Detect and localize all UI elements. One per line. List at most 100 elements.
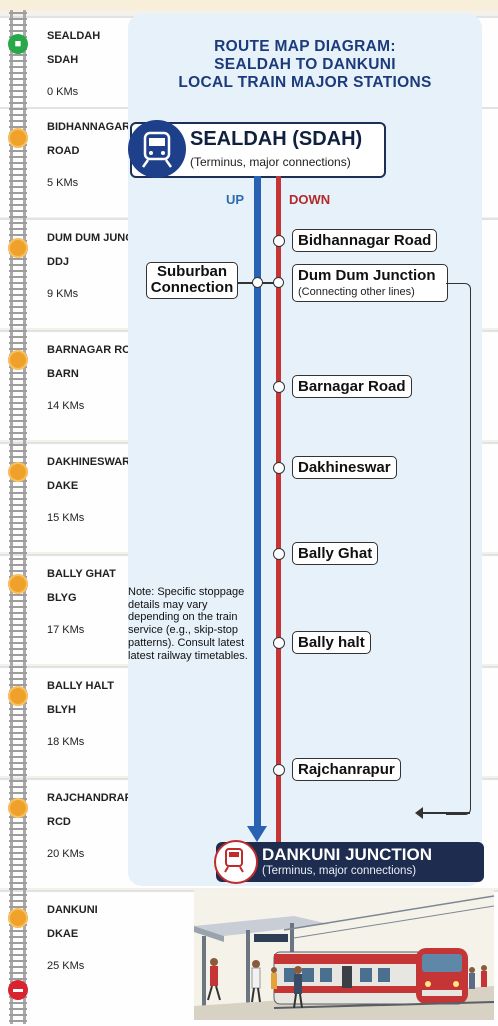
rail-tie bbox=[9, 660, 27, 662]
station-dot bbox=[8, 350, 28, 370]
stop-bally-ghat[interactable]: Bally Ghat bbox=[292, 542, 379, 565]
rail-tie bbox=[9, 234, 27, 236]
rail-tie bbox=[9, 894, 27, 896]
stop-dum-dum-junction[interactable]: Dum Dum Junction (Connecting other lines… bbox=[292, 264, 448, 302]
stop-bidhannagar-road[interactable]: Bidhannagar Road bbox=[292, 229, 438, 252]
rail-tie bbox=[9, 864, 27, 866]
rail-tie bbox=[9, 186, 27, 188]
station-code: BLYG bbox=[47, 592, 77, 604]
rail-tie bbox=[9, 120, 27, 122]
rail-tie bbox=[9, 528, 27, 530]
rail-tie bbox=[9, 402, 27, 404]
rail-tie bbox=[9, 198, 27, 200]
stop-name: Dum Dum Junction bbox=[298, 267, 436, 284]
rail-tie bbox=[9, 1014, 27, 1016]
rail-tie bbox=[9, 858, 27, 860]
connector-dot bbox=[273, 277, 284, 288]
up-line bbox=[254, 176, 261, 826]
rail-tie bbox=[9, 228, 27, 230]
rail-tie bbox=[9, 672, 27, 674]
rail-tie bbox=[9, 30, 27, 32]
route-loop-line bbox=[420, 812, 470, 814]
station-code: SDAH bbox=[47, 54, 79, 66]
rail-tie bbox=[9, 300, 27, 302]
stop-bally-halt[interactable]: Bally halt bbox=[292, 631, 371, 654]
rail-tie bbox=[9, 732, 27, 734]
station-dot bbox=[8, 574, 28, 594]
station-name: DANKUNI bbox=[47, 904, 98, 916]
station-distance: 15 KMs bbox=[47, 512, 85, 524]
rail-tie bbox=[9, 900, 27, 902]
stop-dot bbox=[273, 462, 285, 474]
rail-tie bbox=[9, 72, 27, 74]
station-dot bbox=[8, 462, 28, 482]
rail-tie bbox=[9, 222, 27, 224]
stop-dakhineswar[interactable]: Dakhineswar bbox=[292, 456, 397, 479]
rail-tie bbox=[9, 90, 27, 92]
stop-barnagar-road[interactable]: Barnagar Road bbox=[292, 375, 412, 398]
station-illustration bbox=[194, 890, 495, 1020]
rail-tie bbox=[9, 906, 27, 908]
rail-tie bbox=[9, 762, 27, 764]
rail-tie bbox=[9, 744, 27, 746]
rail-tie bbox=[9, 126, 27, 128]
rail-tie bbox=[9, 294, 27, 296]
route-loop-line bbox=[446, 283, 471, 815]
train-icon bbox=[214, 840, 258, 884]
rail-tie bbox=[9, 564, 27, 566]
title-line: ROUTE MAP DIAGRAM: bbox=[214, 38, 396, 55]
rail-tie bbox=[9, 954, 27, 956]
rail-tie bbox=[9, 372, 27, 374]
station-distance: 14 KMs bbox=[47, 400, 85, 412]
rail-tie bbox=[9, 774, 27, 776]
rail-tie bbox=[9, 174, 27, 176]
station-distance: 5 KMs bbox=[47, 177, 79, 189]
diagram-title: ROUTE MAP DIAGRAM: SEALDAH TO DANKUNI LO… bbox=[140, 38, 470, 92]
rail-tie bbox=[9, 828, 27, 830]
station-code: BLYH bbox=[47, 704, 76, 716]
rail-tie bbox=[9, 102, 27, 104]
rail-tie bbox=[9, 636, 27, 638]
rail-tie bbox=[9, 60, 27, 62]
connector-dot bbox=[252, 277, 263, 288]
up-line-arrowhead bbox=[247, 826, 267, 842]
rail-tie bbox=[9, 738, 27, 740]
stop-dot bbox=[273, 548, 285, 560]
rail-tie bbox=[9, 66, 27, 68]
rail-tie bbox=[9, 720, 27, 722]
rail-tie bbox=[9, 168, 27, 170]
arrow-left-icon bbox=[415, 807, 423, 819]
station-distance: 25 KMs bbox=[47, 960, 85, 972]
rail-tie bbox=[9, 504, 27, 506]
rail-tie bbox=[9, 306, 27, 308]
stop-dot bbox=[273, 235, 285, 247]
rail-tie bbox=[9, 942, 27, 944]
rail-tie bbox=[9, 348, 27, 350]
station-name: SEALDAH bbox=[47, 30, 101, 42]
rail-tie bbox=[9, 96, 27, 98]
rail-tie bbox=[9, 546, 27, 548]
end-terminus-subtitle: (Terminus, major connections) bbox=[262, 865, 417, 877]
rail-tie bbox=[9, 642, 27, 644]
rail-tie bbox=[9, 336, 27, 338]
rail-tie bbox=[9, 948, 27, 950]
station-code: DAKE bbox=[47, 480, 79, 492]
rail-tie bbox=[9, 786, 27, 788]
train-icon bbox=[128, 120, 186, 178]
rail-tie bbox=[9, 714, 27, 716]
rail-tie bbox=[9, 192, 27, 194]
rail-tie bbox=[9, 840, 27, 842]
rail-tie bbox=[9, 204, 27, 206]
station-name: RAJCHANDRAPUR bbox=[47, 792, 148, 804]
rail-tie bbox=[9, 960, 27, 962]
station-code: ROAD bbox=[47, 145, 80, 157]
rail-tie bbox=[9, 1020, 27, 1022]
rail-tie bbox=[9, 888, 27, 890]
rail-tie bbox=[9, 516, 27, 518]
rail-tie bbox=[9, 288, 27, 290]
suburban-connection-box[interactable]: Suburban Connection bbox=[146, 262, 238, 299]
rail-tie bbox=[9, 384, 27, 386]
rail-tie bbox=[9, 726, 27, 728]
stop-rajchanrapur[interactable]: Rajchanrapur bbox=[292, 758, 401, 781]
station-dot bbox=[8, 238, 28, 258]
